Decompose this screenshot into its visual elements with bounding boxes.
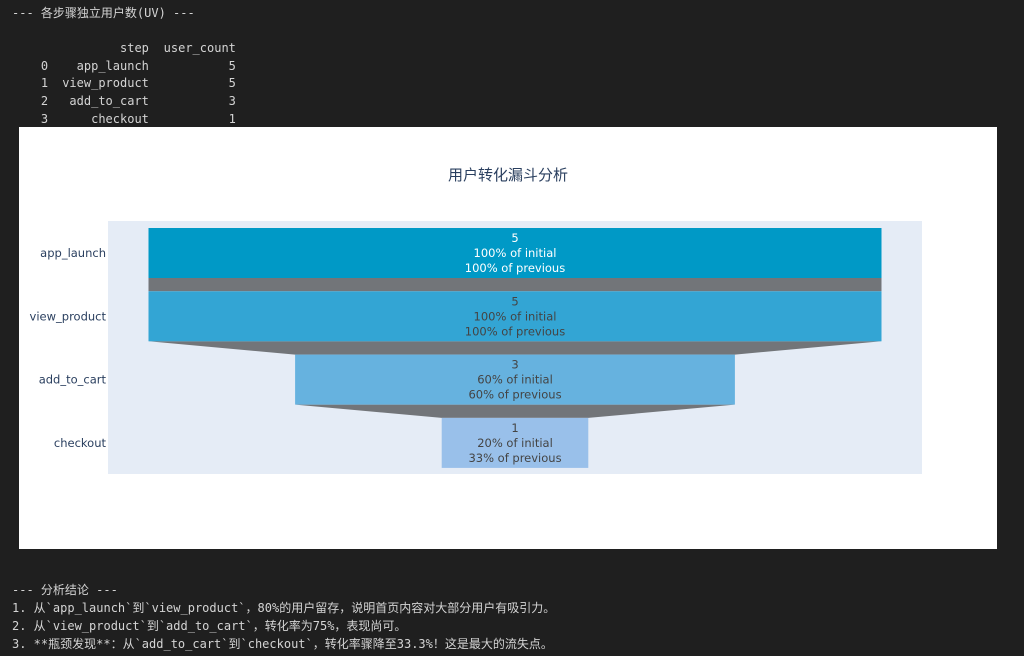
conclusion-line: 3. **瓶颈发现**：从`add_to_cart`到`checkout`，转化… <box>12 637 553 651</box>
bar-label: 33% of previous <box>468 451 561 465</box>
y-tick-label: view_product <box>30 309 107 323</box>
chart-title: 用户转化漏斗分析 <box>448 166 568 184</box>
row-index: 0 <box>40 59 49 73</box>
funnel-bar <box>441 417 589 468</box>
conclusions-title: --- 分析结论 --- <box>12 583 118 597</box>
row-user-count: 5 <box>228 59 236 73</box>
row-step: add_to_cart <box>69 94 149 108</box>
funnel-connector <box>148 341 882 355</box>
bar-label: 60% of initial <box>477 373 553 387</box>
funnel-bar <box>148 291 882 342</box>
bar-label: 3 <box>511 358 518 372</box>
funnel-connector <box>148 278 882 292</box>
row-user-count: 1 <box>228 112 236 126</box>
table-header: step user_count <box>12 23 236 55</box>
bar-label: 20% of initial <box>477 436 553 450</box>
row-step: view_product <box>62 76 149 90</box>
row-index: 3 <box>40 112 49 126</box>
row-user-count: 5 <box>228 76 236 90</box>
row-user-count: 3 <box>228 94 236 108</box>
y-tick-label: app_launch <box>40 246 106 260</box>
bar-label: 100% of initial <box>474 309 557 323</box>
funnel-bar <box>148 228 882 278</box>
funnel-connector <box>295 404 735 418</box>
header-step: step <box>120 41 149 55</box>
conclusion-line: 1. 从`app_launch`到`view_product`，80%的用户留存… <box>12 601 556 615</box>
conclusion-line: 2. 从`view_product`到`add_to_cart`，转化率为75%… <box>12 619 407 633</box>
table-row: 1 view_product 5 <box>12 58 236 90</box>
bar-label: 5 <box>511 231 518 245</box>
row-index: 1 <box>40 76 49 90</box>
header-user-count: user_count <box>163 41 236 55</box>
funnel-bar <box>295 354 735 405</box>
bar-label: 60% of previous <box>468 388 561 402</box>
y-tick-label: add_to_cart <box>39 373 107 387</box>
bar-label: 100% of previous <box>465 324 565 338</box>
table-row: 2 add_to_cart 3 <box>12 76 236 108</box>
table-row: 3 checkout 1 <box>12 94 236 126</box>
y-tick-label: checkout <box>54 436 107 450</box>
bar-label: 5 <box>511 294 518 308</box>
bar-label: 100% of previous <box>465 261 565 275</box>
output-title: --- 各步骤独立用户数(UV) --- <box>12 6 195 20</box>
row-step: app_launch <box>76 59 149 73</box>
row-step: checkout <box>91 112 149 126</box>
bar-label: 1 <box>511 421 518 435</box>
row-index: 2 <box>40 94 49 108</box>
bar-label: 100% of initial <box>474 246 557 260</box>
table-row: 0 app_launch 5 <box>12 41 236 73</box>
